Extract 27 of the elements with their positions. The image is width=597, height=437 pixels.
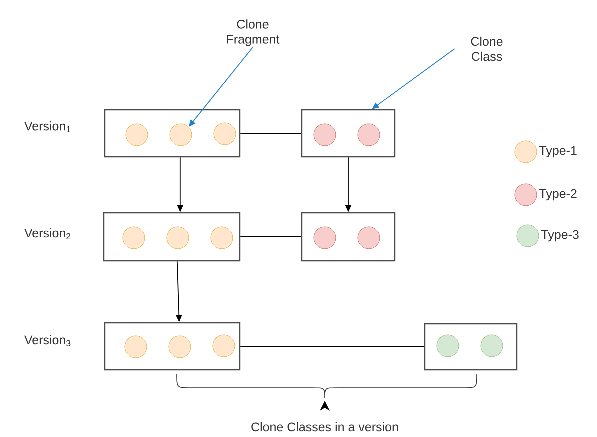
- version-label: Version$_{3}$: [24, 335, 71, 347]
- clone-circle: [358, 124, 380, 146]
- legend-label: Type-3: [542, 230, 579, 242]
- connector-line: [240, 236, 302, 238]
- callout-text: Clone Fragment: [227, 20, 280, 46]
- clone-circle: [170, 124, 192, 146]
- clone-circle: [166, 226, 190, 250]
- legend-label: Type-2: [539, 189, 577, 201]
- clone-circle: [480, 334, 504, 358]
- connector-line: [240, 346, 425, 348]
- callout-text: Clone Class: [471, 36, 503, 62]
- clone-circle: [314, 226, 336, 250]
- legend-label: Type-1: [539, 146, 577, 158]
- clone-circle: [168, 336, 192, 358]
- brace-label: Clone Classes in a version: [252, 422, 398, 432]
- clone-circle: [124, 336, 148, 358]
- clone-circle: [122, 226, 146, 250]
- clone-circle: [212, 334, 236, 358]
- version-label: Version$_{1}$: [24, 122, 71, 132]
- version-label: Version$_{2}$: [24, 228, 71, 240]
- clone-circle: [314, 124, 336, 146]
- clone-circle: [126, 124, 148, 146]
- clone-circle: [210, 226, 234, 250]
- connector-line: [240, 133, 302, 134]
- clone-circle: [214, 122, 236, 146]
- clone-circle: [358, 226, 380, 250]
- clone-circle: [436, 334, 460, 358]
